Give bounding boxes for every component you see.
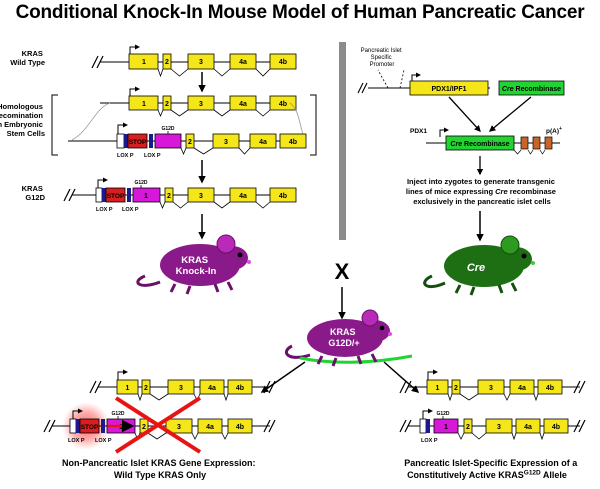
pdx1-cre-transgene: PDX1 Cre Recombinase p(A)+: [410, 126, 562, 155]
red-cross-out: [114, 396, 202, 454]
svg-text:LOX P: LOX P: [421, 438, 438, 444]
svg-text:PDX1: PDX1: [410, 128, 427, 135]
svg-text:p(A)+: p(A)+: [546, 126, 562, 135]
kras-g12d-heterozygous-mouse: KRAS G12D/+: [285, 309, 413, 367]
kras-knock-in-mouse: KRAS Knock-In: [136, 234, 251, 295]
svg-text:1: 1: [119, 424, 123, 431]
arrow-cre-to-fusion: [488, 96, 532, 132]
svg-text:STOP: STOP: [129, 139, 147, 146]
svg-text:1: 1: [444, 424, 448, 431]
svg-text:Cre Recombinase: Cre Recombinase: [502, 86, 561, 93]
svg-text:G12D: G12D: [134, 180, 147, 186]
inject-description: Inject into zygotes to generate transgen…: [406, 177, 558, 206]
svg-text:KRAS Knock-In: KRAS Knock-In: [176, 255, 217, 277]
center-divider: [339, 42, 346, 240]
svg-text:G12D: G12D: [436, 411, 449, 417]
recombination-label: Homologous Recomination in Embryonic Ste…: [0, 102, 45, 138]
page-title: Conditional Knock-In Mouse Model of Huma…: [15, 2, 585, 23]
bracket-right: [310, 94, 317, 156]
pdx1-promoter-construct: PDX1/IPF1: [357, 69, 490, 96]
bracket-left: [51, 94, 58, 156]
promoter-label: Pancreatic Islet Specific Promoter: [361, 48, 404, 68]
svg-text:G12D: G12D: [161, 126, 174, 132]
svg-text:Cre: Cre: [467, 262, 485, 274]
bottom-left-caption: Non-Pancreatic Islet KRAS Gene Expressio…: [62, 458, 258, 480]
svg-text:PDX1/IPF1: PDX1/IPF1: [431, 86, 466, 93]
svg-text:STOP: STOP: [81, 424, 99, 431]
svg-text:Cre Recombinase: Cre Recombinase: [450, 141, 509, 148]
svg-text:STOP: STOP: [107, 193, 125, 200]
cre-mouse: Cre: [423, 235, 535, 296]
cre-recombinase-box: Cre Recombinase: [498, 80, 565, 96]
cross-symbol: X: [335, 259, 350, 284]
svg-text:G12D: G12D: [111, 411, 124, 417]
arrow-pdx1-to-fusion: [448, 96, 481, 132]
bottom-right-caption: Pancreatic Islet-Specific Expression of …: [404, 458, 580, 480]
g12d-label: KRAS G12D: [22, 184, 46, 202]
svg-text:1: 1: [144, 193, 148, 200]
svg-text:KRAS G12D/+: KRAS G12D/+: [328, 327, 359, 348]
wild-type-label: KRAS Wild Type: [10, 49, 45, 67]
